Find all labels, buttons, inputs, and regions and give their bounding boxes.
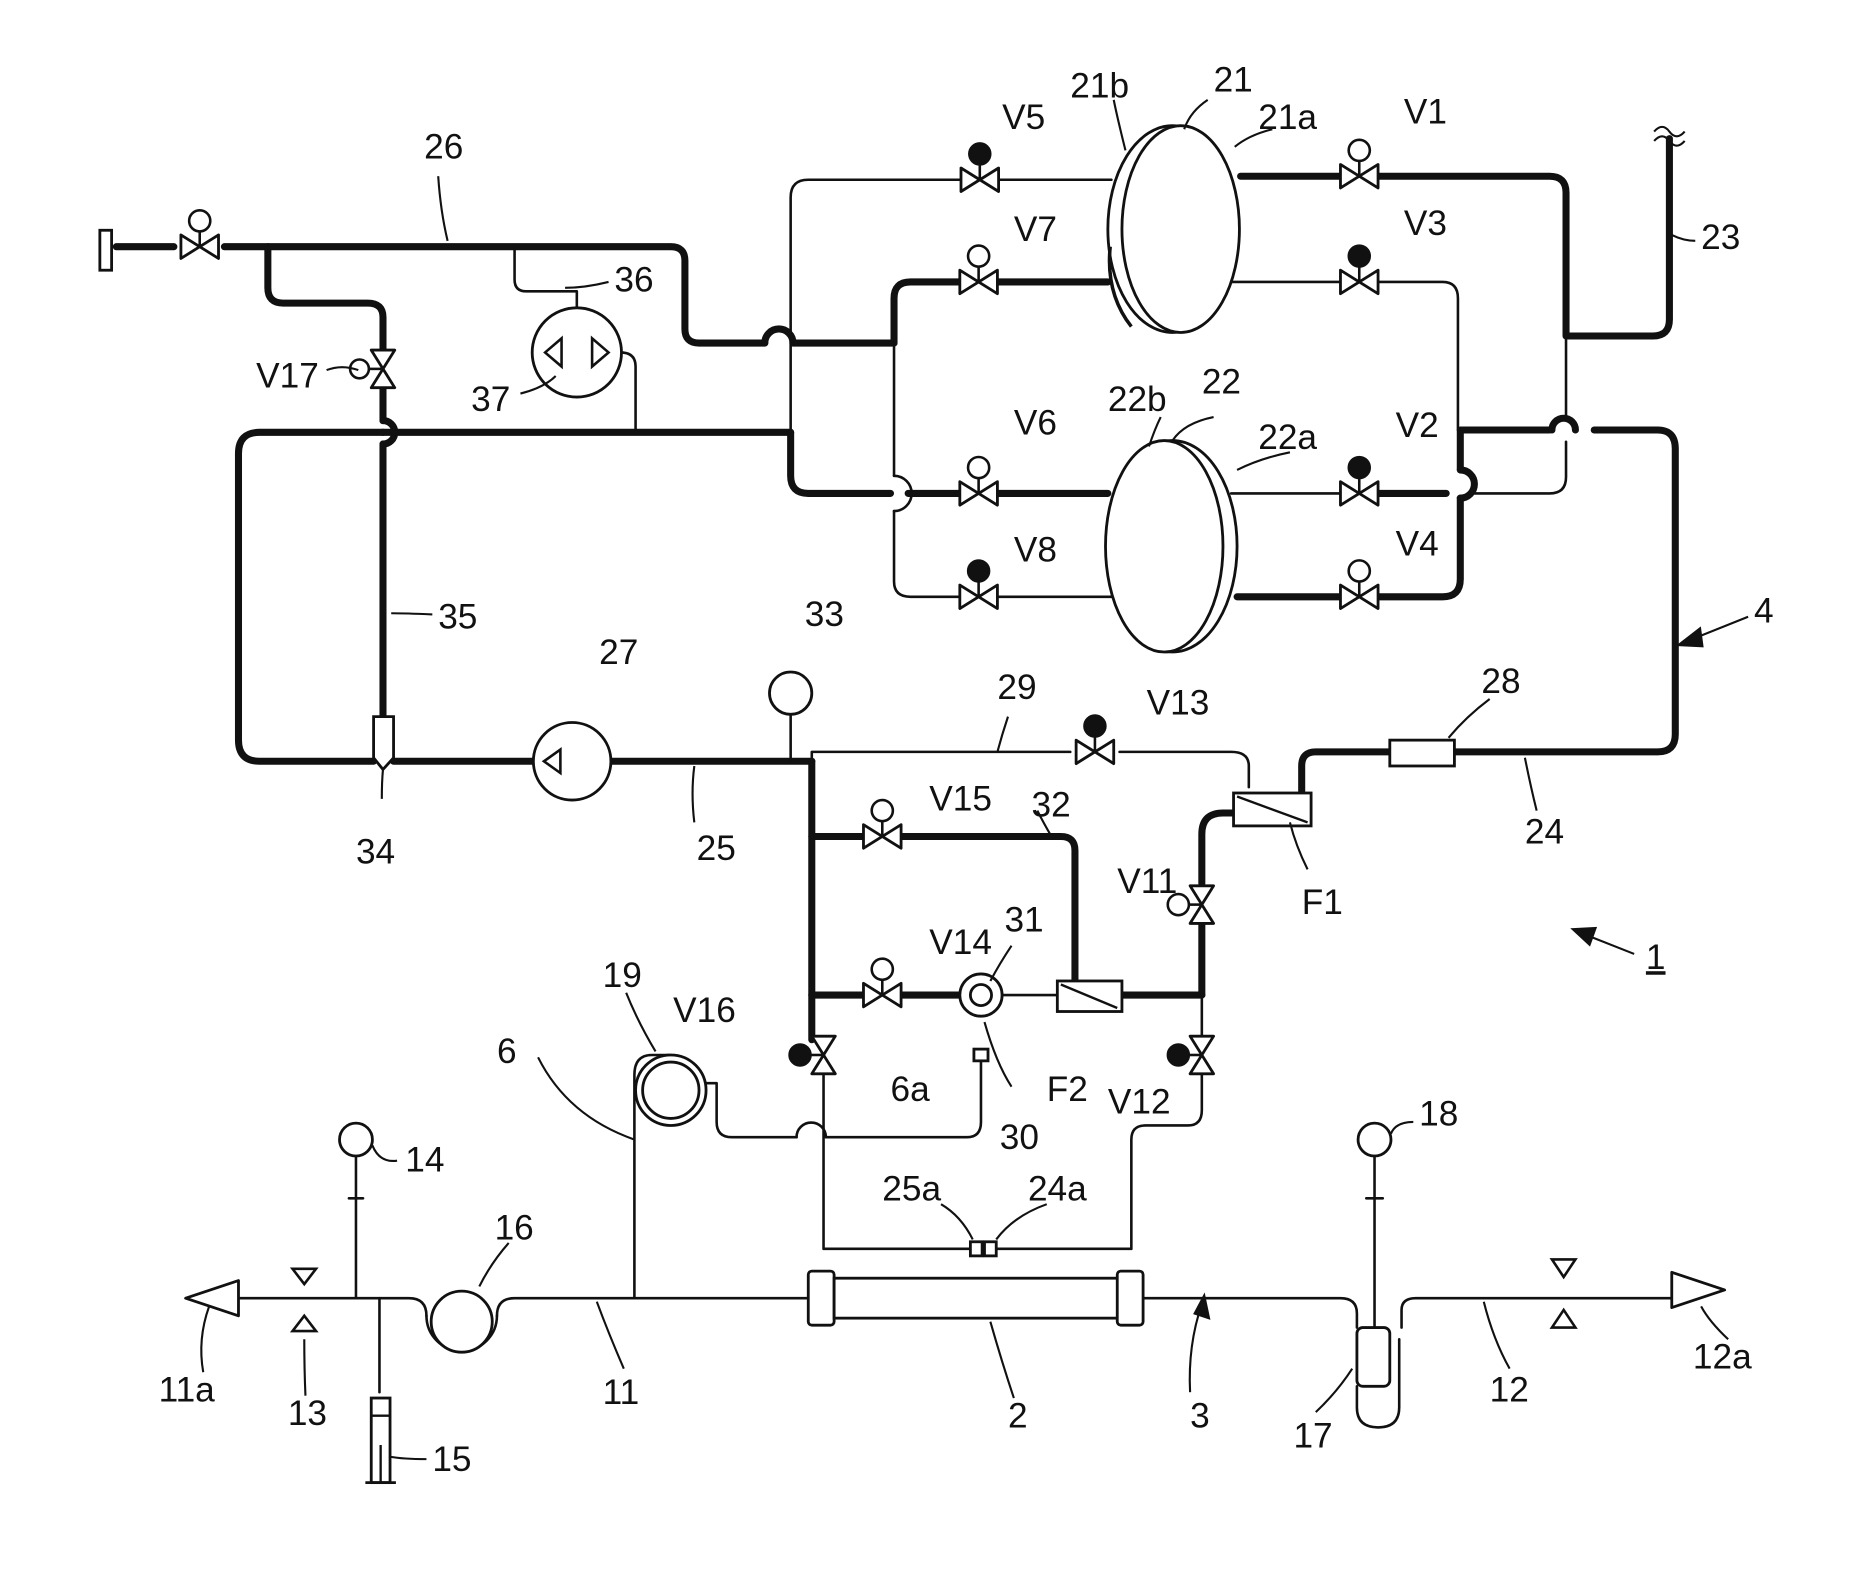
valve-26	[181, 210, 219, 258]
label-21: 21	[1214, 61, 1253, 100]
valve-V6	[960, 457, 998, 505]
valve-V13	[1076, 715, 1114, 763]
label-31: 31	[1004, 901, 1043, 940]
label-6: 6	[497, 1032, 517, 1071]
label-V17: V17	[256, 357, 319, 396]
label-1: 1	[1646, 938, 1666, 977]
label-29: 29	[997, 668, 1036, 707]
label-2: 2	[1008, 1396, 1028, 1435]
label-22b: 22b	[1108, 380, 1167, 419]
label-V6: V6	[1014, 404, 1057, 443]
valve-V8	[960, 560, 998, 608]
label-21a: 21a	[1258, 98, 1317, 137]
label-19: 19	[603, 956, 642, 995]
sensor-28	[1390, 740, 1455, 766]
label-V1: V1	[1404, 92, 1447, 131]
syringe-15	[365, 1398, 396, 1483]
left-connector	[100, 230, 112, 270]
component-31	[960, 974, 1002, 1016]
label-33: 33	[805, 595, 844, 634]
label-13: 13	[288, 1394, 327, 1433]
label-V15: V15	[929, 780, 992, 819]
label-18: 18	[1419, 1094, 1458, 1133]
pump-16	[426, 1291, 496, 1352]
label-V13: V13	[1147, 683, 1210, 722]
line-break-23	[1654, 127, 1685, 136]
chamber-21	[1108, 126, 1240, 333]
label-V3: V3	[1404, 204, 1447, 243]
pressure-gauge-14	[340, 1123, 373, 1156]
label-15: 15	[432, 1440, 471, 1479]
arrow-11a	[186, 1281, 239, 1316]
label-22a: 22a	[1258, 418, 1317, 457]
connector-6a	[974, 1049, 988, 1061]
label-24: 24	[1525, 813, 1564, 852]
label-25: 25	[697, 829, 736, 868]
pressure-gauge-33	[770, 672, 812, 714]
label-30: 30	[1000, 1118, 1039, 1157]
label-F1: F1	[1302, 883, 1343, 922]
label-27: 27	[599, 633, 638, 672]
label-V7: V7	[1014, 210, 1057, 249]
label-35: 35	[438, 598, 477, 637]
valve-V15	[863, 800, 901, 848]
label-28: 28	[1481, 662, 1520, 701]
label-34: 34	[356, 832, 395, 871]
label-V12: V12	[1108, 1083, 1171, 1122]
filter-F1	[1234, 793, 1312, 826]
valve-V12	[1168, 1036, 1214, 1074]
pressure-gauge-18	[1358, 1123, 1391, 1156]
valve-V14	[863, 959, 901, 1007]
label-14: 14	[405, 1140, 444, 1179]
label-11: 11	[603, 1373, 640, 1412]
label-26: 26	[424, 128, 463, 167]
pump-27	[533, 723, 611, 801]
label-36: 36	[614, 260, 653, 299]
valve-V1	[1340, 140, 1378, 188]
valve-V2	[1340, 457, 1378, 505]
chamber-34	[374, 717, 394, 770]
filter-F2	[1057, 981, 1122, 1012]
label-17: 17	[1293, 1416, 1332, 1455]
valve-V4	[1340, 560, 1378, 608]
valve-V5	[961, 143, 999, 191]
clamp-13	[293, 1269, 316, 1331]
label-12: 12	[1490, 1371, 1529, 1410]
label-V5: V5	[1002, 98, 1045, 137]
label-V2: V2	[1396, 406, 1439, 445]
label-3: 3	[1190, 1396, 1210, 1435]
indicator-arrow-4	[1679, 617, 1748, 646]
label-24a: 24a	[1028, 1170, 1087, 1209]
label-37: 37	[471, 380, 510, 419]
valve-V7	[960, 246, 998, 294]
label-V14: V14	[929, 923, 992, 962]
label-21b: 21b	[1070, 67, 1129, 106]
label-12a: 12a	[1693, 1338, 1752, 1377]
label-V11: V11	[1117, 862, 1177, 901]
dialyzer-2	[808, 1271, 1143, 1325]
indicator-arrow-3	[1190, 1296, 1209, 1392]
label-32: 32	[1031, 785, 1070, 824]
clamp-12	[1552, 1259, 1575, 1327]
label-11a: 11a	[159, 1371, 216, 1410]
label-V8: V8	[1014, 531, 1057, 570]
label-4: 4	[1754, 592, 1774, 631]
label-F2: F2	[1047, 1070, 1088, 1109]
valve-V3	[1340, 246, 1378, 294]
label-23: 23	[1701, 218, 1740, 257]
pump-19	[636, 1055, 706, 1125]
indicator-arrow-1	[1573, 928, 1634, 954]
connector-25a-24a	[970, 1242, 996, 1256]
label-V16: V16	[673, 991, 736, 1030]
label-V4: V4	[1396, 525, 1439, 564]
arrow-12a	[1672, 1272, 1725, 1307]
chamber-22	[1105, 441, 1237, 652]
label-22: 22	[1202, 363, 1241, 402]
label-6a: 6a	[891, 1070, 931, 1109]
chamber-17	[1357, 1328, 1399, 1428]
label-25a: 25a	[882, 1170, 941, 1209]
label-16: 16	[495, 1208, 534, 1247]
